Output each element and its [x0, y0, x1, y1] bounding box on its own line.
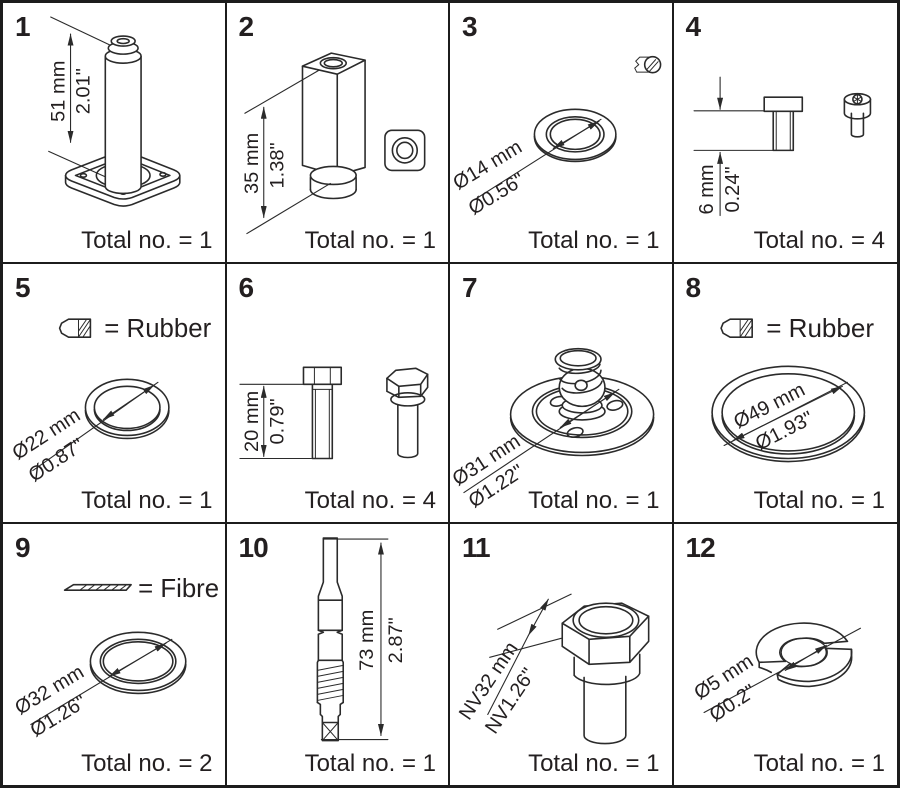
oring-large-drawing: = Rubber Ø49 mm Ø1.93": [710, 313, 874, 462]
total-count: Total no. = 1: [81, 487, 213, 515]
fibre-gasket-drawing: = Fibre Ø32 mm Ø1.26": [11, 575, 219, 742]
bolt-3d-view: [385, 367, 428, 458]
part-number: 12: [685, 532, 716, 564]
part-number: 2: [238, 11, 255, 42]
oring-drawing: = Rubber Ø22 mm Ø0.87": [9, 315, 212, 486]
total-count: Total no. = 1: [304, 749, 436, 777]
dimension-label-inch: 0.79": [266, 398, 288, 444]
total-count: Total no. = 1: [528, 226, 660, 254]
union-nut-drawing: NV32 mm NV1.26": [455, 593, 650, 745]
screw-drawing: 6 mm 0.24": [692, 76, 871, 217]
part-cell-3: Ø14 mm Ø0.56" 3 Total no. = 1: [450, 3, 674, 264]
part-cell-1: 51 mm 2.01" 1 Total no. = 1: [3, 3, 227, 264]
total-count: Total no. = 1: [528, 749, 660, 777]
hex-bolt-drawing: 20 mm 0.79": [238, 366, 428, 459]
part-cell-11: NV32 mm NV1.26" 11 Total no. = 1: [450, 524, 674, 785]
legend-label: = Rubber: [766, 313, 874, 343]
part-cell-6: 20 mm 0.79" 6 Total no. = 4: [226, 263, 450, 525]
pin-with-base-drawing: 51 mm 2.01": [48, 16, 181, 207]
part-cell-7: Ø31 mm Ø1.22" 7 Total no. = 1: [450, 263, 674, 525]
legend-label: = Rubber: [104, 315, 211, 343]
part-number: 4: [685, 11, 702, 42]
dimension-label-mm: 35 mm: [240, 133, 262, 194]
part-cell-2: 35 mm 1.38" 2 Total no. = 1: [226, 3, 450, 264]
valve-plate-drawing: Ø31 mm Ø1.22": [450, 347, 655, 512]
dimension-label-inch: 2.87": [384, 618, 406, 664]
part-number: 9: [15, 532, 31, 564]
standoff-and-nut-drawing: 35 mm 1.38": [240, 52, 425, 235]
spring-dome-assembly: [554, 347, 606, 421]
washer-drawing: Ø14 mm Ø0.56": [450, 55, 662, 220]
spindle-drawing: 73 mm 2.87": [316, 537, 406, 742]
part-cell-10: 73 mm 2.87" 10 Total no. = 1: [226, 524, 450, 785]
total-count: Total no. = 4: [753, 226, 885, 254]
part-number: 6: [238, 271, 255, 303]
dimension-label-inch: 2.01": [72, 68, 94, 114]
part-number: 10: [238, 532, 269, 564]
total-count: Total no. = 4: [304, 487, 436, 515]
total-count: Total no. = 1: [753, 487, 885, 515]
dimension-label-mm: 51 mm: [48, 61, 70, 122]
dimension-label-mm: 73 mm: [356, 610, 378, 671]
dimension-label-inch: 1.38": [266, 142, 288, 188]
fibre-section-icon: [63, 584, 132, 592]
total-count: Total no. = 1: [528, 487, 660, 515]
part-number: 11: [462, 532, 491, 564]
total-count: Total no. = 1: [753, 749, 885, 777]
part-cell-12: Ø5 mm Ø0.2" 12 Total no. = 1: [673, 524, 897, 785]
part-cell-8: = Rubber Ø49 mm Ø1.93" 8 Total no. = 1: [673, 263, 897, 525]
part-number: 5: [15, 271, 31, 303]
part-cell-5: = Rubber Ø22 mm Ø0.87" 5 Total no. = 1: [3, 263, 227, 525]
part-number: 1: [15, 11, 31, 42]
part-cell-4: 6 mm 0.24" 4 Total no. = 4: [673, 3, 897, 264]
rubber-section-icon: [719, 317, 753, 338]
part-number: 8: [685, 271, 702, 303]
slotted-washer-drawing: Ø5 mm Ø0.2": [690, 622, 861, 727]
dimension-label-mm: 6 mm: [696, 164, 718, 214]
screw-3d-view: [843, 92, 871, 138]
part-cell-9: = Fibre Ø32 mm Ø1.26" 9 Total no. = 2: [3, 524, 227, 785]
dimension-label-mm: 20 mm: [240, 390, 262, 451]
part-number: 7: [462, 271, 478, 303]
legend-label: = Fibre: [138, 575, 219, 603]
dimension-label-inch: 0.24": [722, 166, 744, 212]
total-count: Total no. = 1: [304, 226, 436, 254]
part-number: 3: [462, 11, 478, 42]
total-count: Total no. = 1: [81, 226, 213, 254]
rubber-section-icon: [58, 317, 92, 338]
total-count: Total no. = 2: [81, 749, 213, 777]
steel-section-icon: [634, 55, 662, 74]
